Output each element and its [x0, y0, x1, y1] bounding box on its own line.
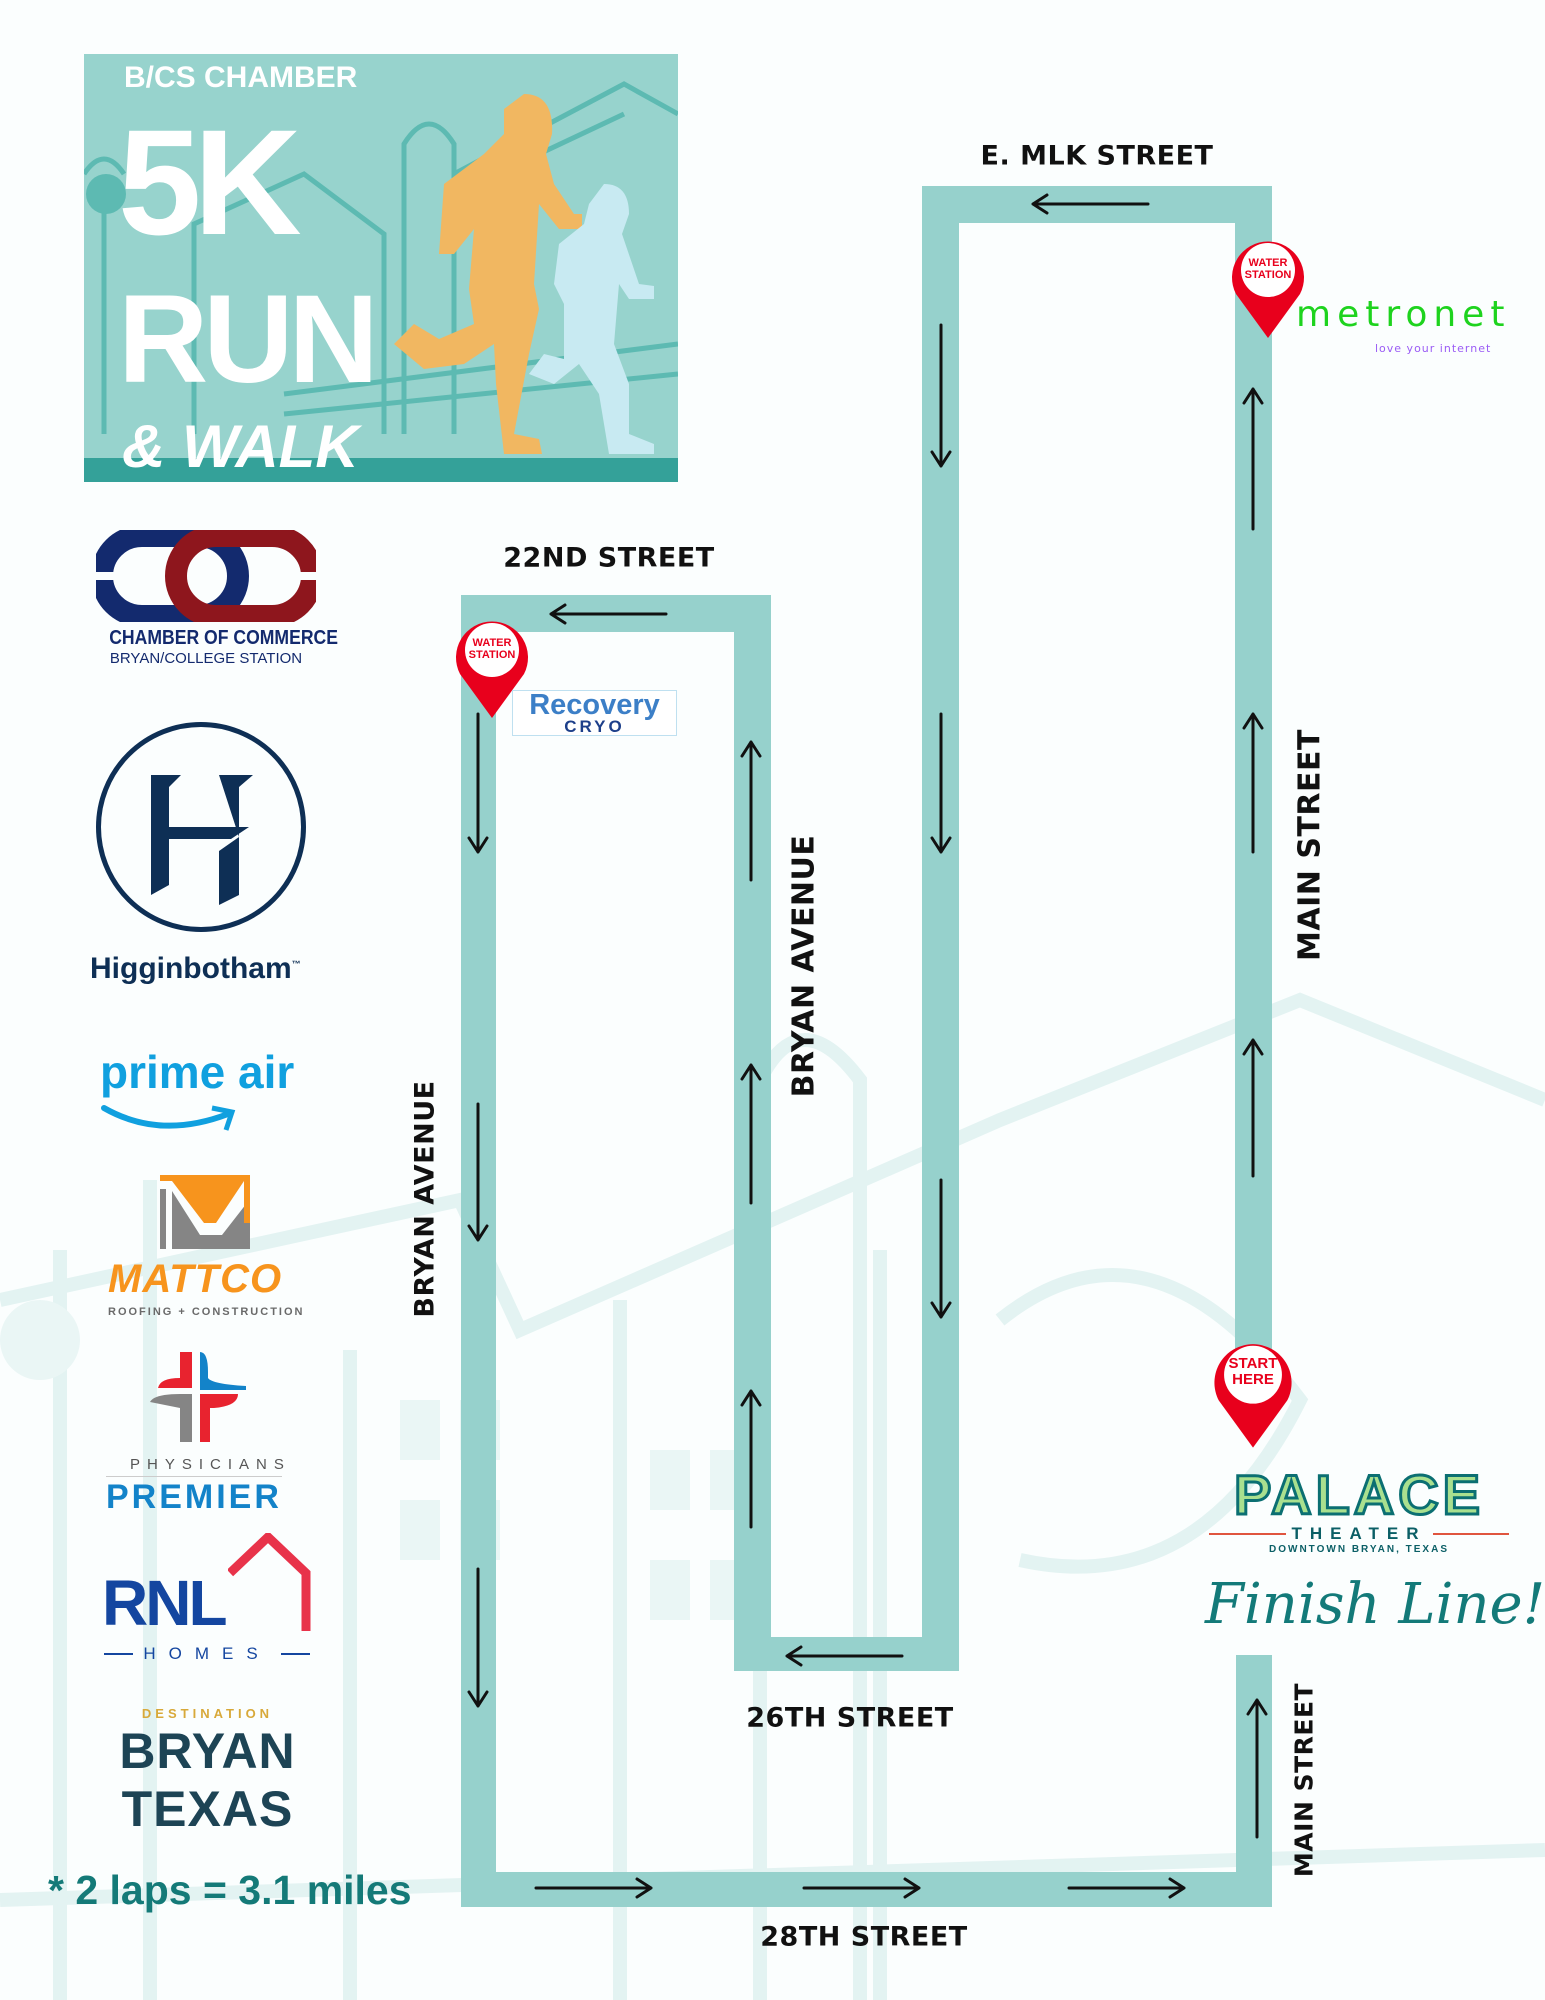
direction-arrow-up-icon: [740, 1063, 762, 1205]
direction-arrow-up-icon: [740, 1389, 762, 1529]
map-pin-icon: [456, 621, 528, 718]
smile-arrow-icon: [101, 1105, 236, 1131]
rnl-homes: HOMES: [104, 1644, 310, 1664]
direction-arrow-left-icon: [1031, 193, 1150, 215]
direction-arrow-up-icon: [740, 740, 762, 882]
direction-arrow-left-icon: [549, 603, 668, 625]
higginbotham-h-icon: [96, 722, 306, 932]
banner-walk: & WALK: [122, 412, 359, 481]
direction-arrow-down-icon: [930, 323, 952, 468]
map-pin-icon: [1214, 1344, 1292, 1448]
street-label-bryan-west: BRYAN AVENUE: [409, 1080, 441, 1318]
direction-arrow-left-icon: [785, 1645, 904, 1667]
route-segment-26th: [734, 1637, 959, 1671]
chamber-sub: BRYAN/COLLEGE STATION: [109, 650, 303, 667]
physicians-premier-name: PREMIER: [106, 1476, 282, 1516]
direction-arrow-right-icon: [802, 1877, 921, 1899]
rnl-name: RNL: [102, 1567, 228, 1639]
divider: [1209, 1533, 1286, 1535]
street-label-22nd: 22ND STREET: [503, 542, 715, 574]
chamber-name: CHAMBER OF COMMERCE: [109, 627, 338, 649]
direction-arrow-down-icon: [467, 1567, 489, 1708]
rnl-house-icon: [228, 1533, 311, 1631]
direction-arrow-right-icon: [1067, 1877, 1186, 1899]
mattco-sub: ROOFING + CONSTRUCTION: [108, 1306, 305, 1318]
direction-arrow-up-icon: [1242, 387, 1264, 531]
event-banner: B/CS CHAMBER 5K RUN & WALK: [84, 54, 678, 482]
destination-line1: BRYAN: [119, 1723, 296, 1779]
street-label-bryan-inner: BRYAN AVENUE: [786, 834, 822, 1098]
higginbotham-logo: Higginbotham™: [90, 952, 301, 986]
marker-text: START: [1228, 1355, 1278, 1372]
street-label-26th: 26TH STREET: [746, 1702, 954, 1734]
mattco-name: MATTCO: [108, 1257, 283, 1301]
banner-amp: &: [122, 413, 166, 480]
palace-sub: THEATER: [1291, 1524, 1427, 1543]
marker-text: STATION: [1244, 268, 1292, 281]
direction-arrow-right-icon: [534, 1877, 653, 1899]
trademark: ™: [291, 959, 301, 969]
recovery-cryo-logo: Recovery CRYO: [512, 690, 677, 736]
banner-run: RUN: [118, 270, 379, 409]
street-label-mlk: E. MLK STREET: [980, 140, 1214, 172]
marker-text: WATER: [1248, 257, 1288, 269]
mattco-m-icon: [160, 1175, 250, 1249]
lap-distance-note: * 2 laps = 3.1 miles: [48, 1867, 412, 1913]
physicians-cross-icon: [150, 1352, 246, 1442]
direction-arrow-down-icon: [467, 712, 489, 854]
direction-arrow-down-icon: [467, 1102, 489, 1242]
recovery-name: Recovery: [529, 689, 660, 721]
street-label-main-lower: MAIN STREET: [1289, 1682, 1319, 1878]
direction-arrow-up-icon: [1242, 712, 1264, 854]
direction-arrow-up-icon: [1246, 1698, 1268, 1839]
direction-arrow-down-icon: [930, 712, 952, 854]
marker-text: HERE: [1232, 1370, 1274, 1388]
palace-name: PALACE: [1232, 1463, 1485, 1526]
chain-link-icon: [91, 525, 323, 627]
route-segment-main-lower: [1236, 1655, 1272, 1907]
divider: [1432, 1533, 1510, 1535]
divider: [280, 1653, 310, 1655]
metronet-logo: metronet: [1296, 294, 1510, 336]
divider: [104, 1653, 134, 1655]
marker-text: STATION: [468, 648, 516, 661]
palace-theater-logo: PALACE THEATER DOWNTOWN BRYAN, TEXAS: [1209, 1463, 1510, 1555]
destination-bryan-logo: DESTINATION BRYAN TEXAS: [100, 1706, 315, 1838]
higginbotham-name: Higginbotham: [90, 952, 292, 985]
metronet-name: metronet: [1296, 294, 1511, 335]
destination-line2: TEXAS: [121, 1781, 294, 1837]
banner-5k: 5K: [118, 98, 302, 266]
rnl-sub: HOMES: [143, 1644, 271, 1663]
destination-top: DESTINATION: [141, 1706, 274, 1721]
chamber-logo: CHAMBER OF COMMERCE BRYAN/COLLEGE STATIO…: [91, 525, 338, 667]
map-pin-icon: [1232, 241, 1304, 338]
building-illustration: [84, 81, 678, 454]
banner-strip: [84, 458, 678, 482]
physicians-top: PHYSICIANS: [130, 1456, 291, 1473]
direction-arrow-up-icon: [1242, 1038, 1264, 1178]
runner-orange-icon: [394, 94, 582, 454]
prime-air-logo: prime air: [100, 1046, 295, 1098]
recovery-sub: CRYO: [564, 717, 625, 736]
finish-line-label: Finish Line!: [1205, 1572, 1545, 1637]
runner-light-icon: [529, 184, 654, 454]
banner-org: B/CS CHAMBER: [124, 61, 358, 94]
metronet-tagline: love your internet: [1375, 342, 1492, 355]
street-label-28th: 28TH STREET: [760, 1921, 968, 1953]
banner-walk-word: WALK: [182, 413, 359, 480]
marker-text: WATER: [472, 637, 512, 649]
street-label-main-upper: MAIN STREET: [1292, 729, 1328, 961]
palace-location: DOWNTOWN BRYAN, TEXAS: [1269, 1544, 1449, 1555]
direction-arrow-down-icon: [930, 1178, 952, 1319]
